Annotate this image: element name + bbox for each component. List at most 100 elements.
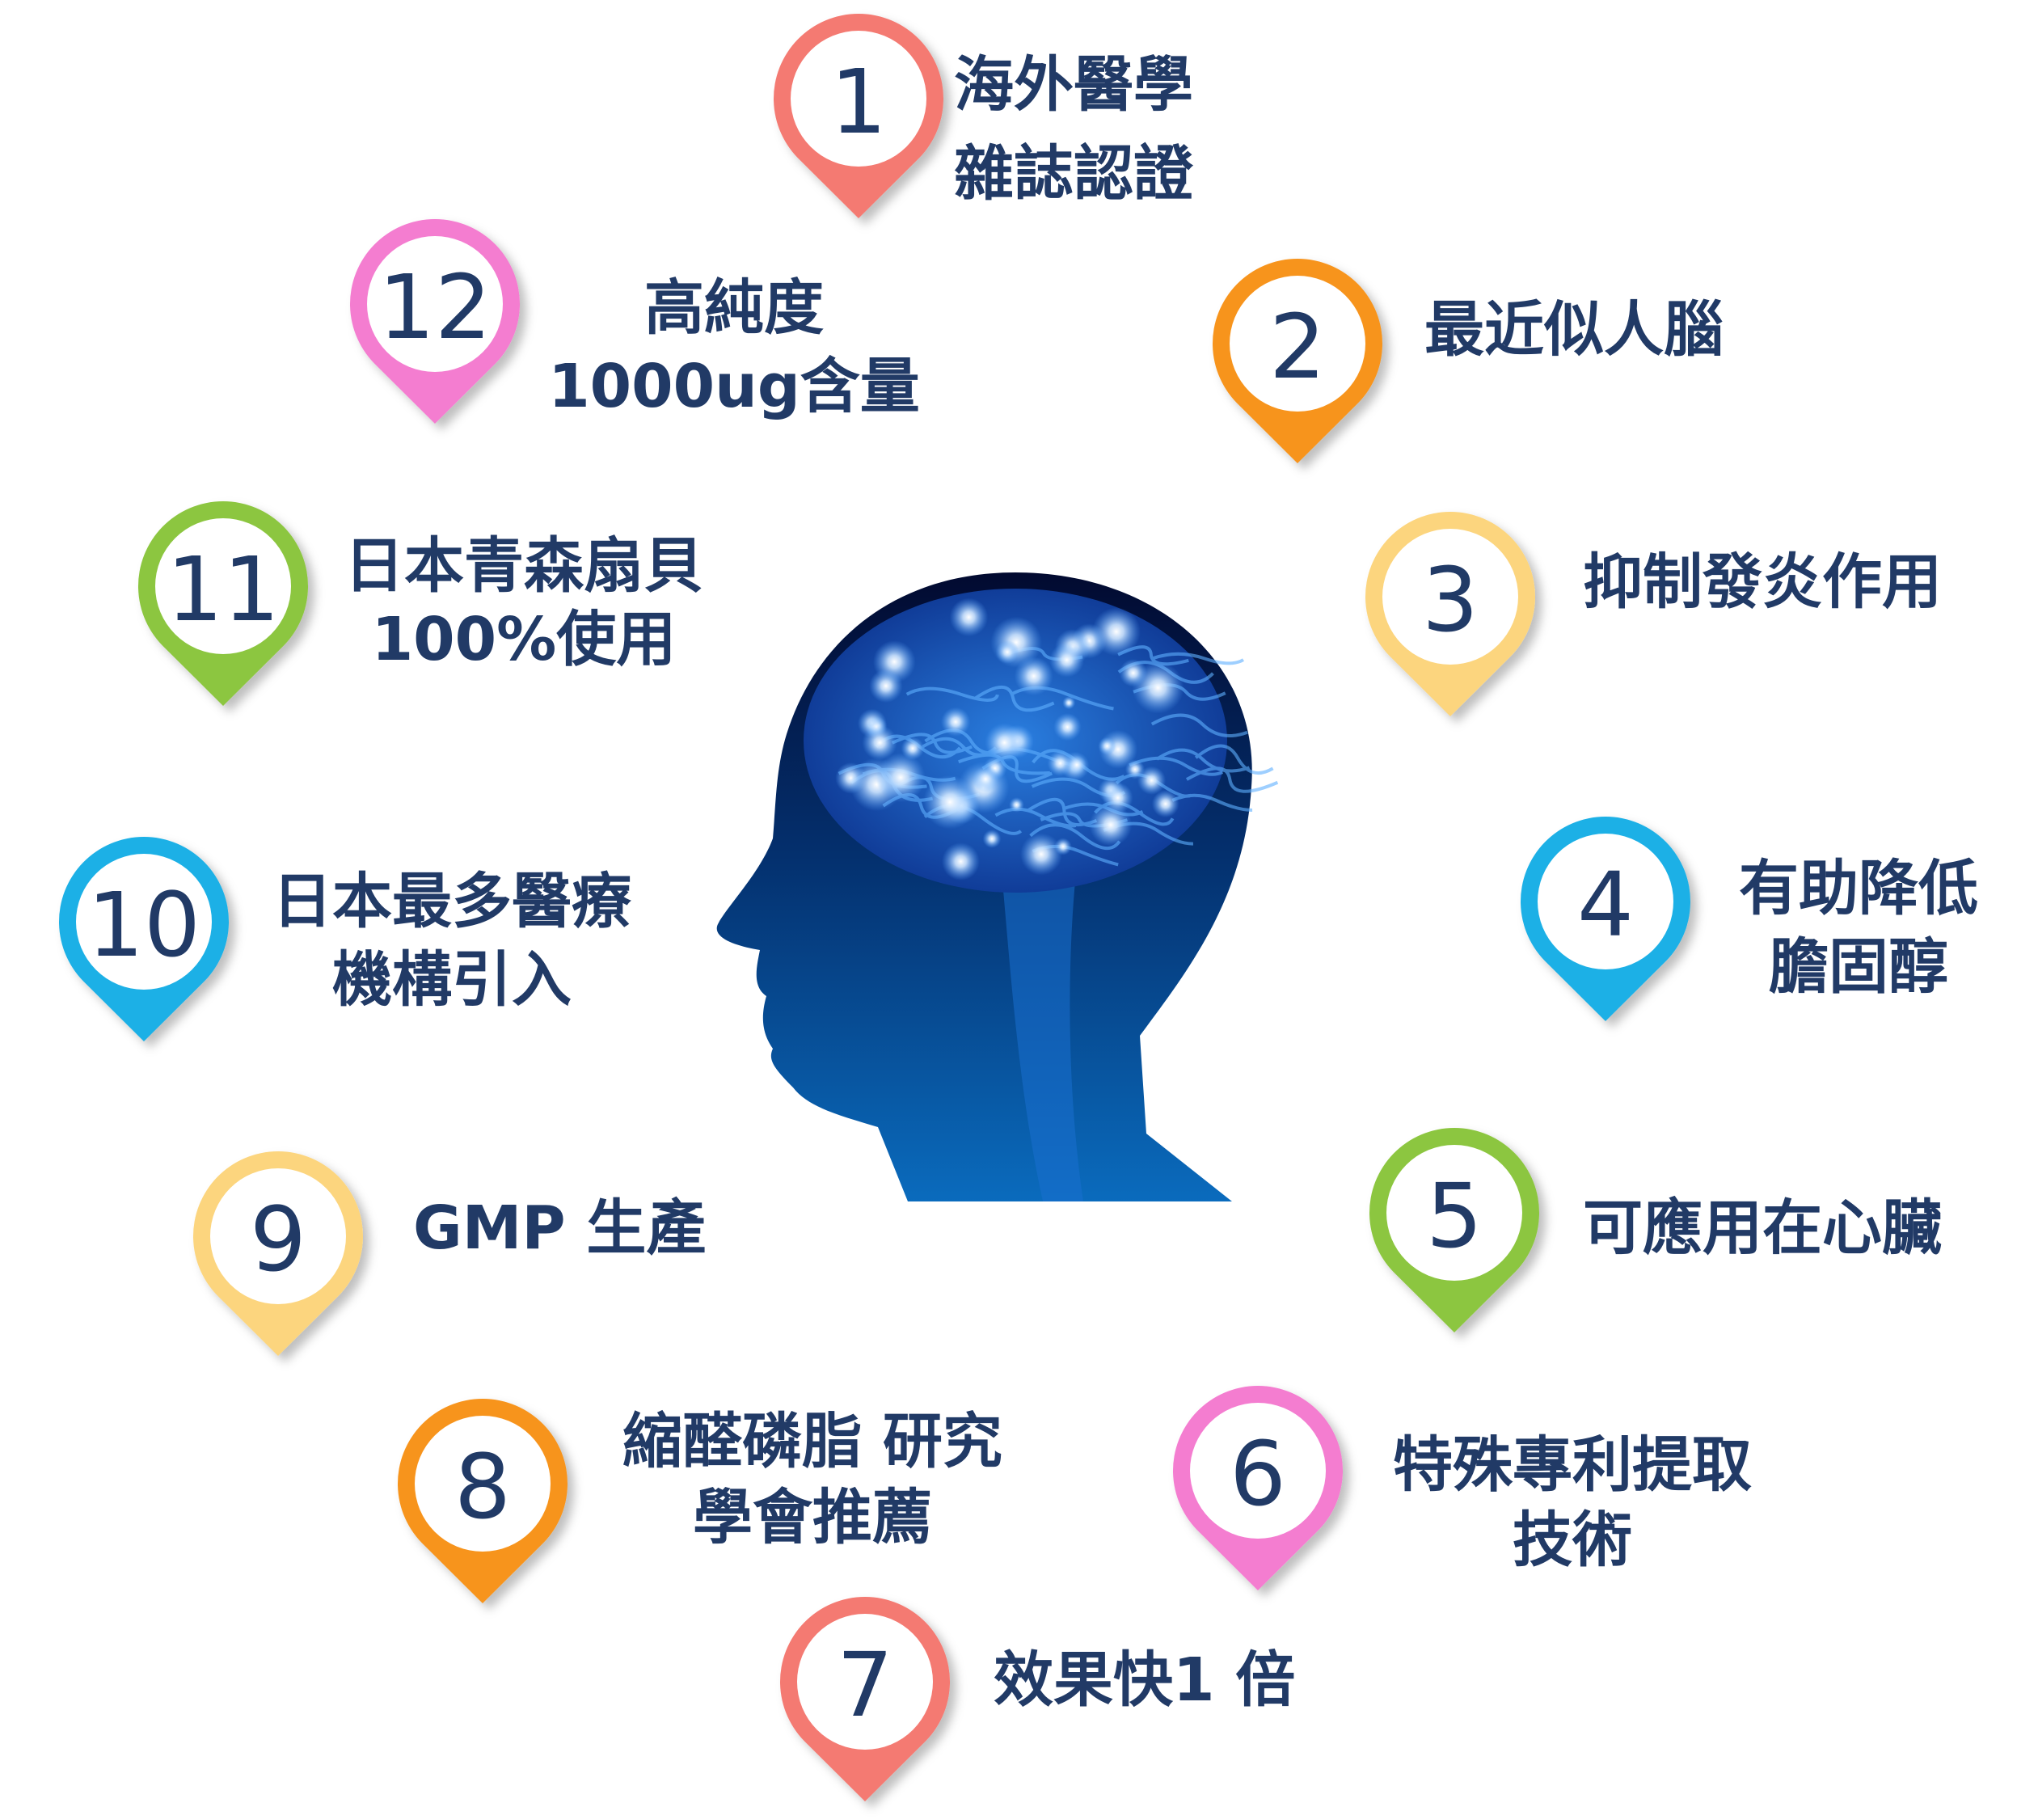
feature-label-5: 可應用在心臟 xyxy=(1583,1193,1942,1263)
pin-inner-circle xyxy=(367,236,503,372)
pin-marker-5 xyxy=(1369,1128,1540,1332)
pin-number: 12 xyxy=(378,255,492,359)
feature-label-9: GMP 生產 xyxy=(413,1193,707,1263)
feature-label-4: 有助降低 xyxy=(1739,854,1978,923)
brain-fold xyxy=(1156,748,1251,773)
feature-label-11: 100%使用 xyxy=(371,605,677,674)
pin-inner-circle xyxy=(791,31,926,167)
pin-marker-10 xyxy=(59,837,230,1041)
feature-label-12: 高純度 xyxy=(644,273,824,343)
neuron-spark xyxy=(1062,696,1076,710)
pin-number: 8 xyxy=(454,1435,511,1539)
feature-label-6: 特殊專利提取 xyxy=(1393,1430,1752,1500)
neuron-spark xyxy=(1098,737,1116,755)
pin-inner-circle xyxy=(155,518,291,654)
neuron-spark xyxy=(1119,659,1148,687)
pin-number: 6 xyxy=(1230,1422,1286,1526)
feature-label-3: 抑制發炎作用 xyxy=(1583,547,1942,617)
feature-label-7: 效果快1 倍 xyxy=(994,1645,1296,1715)
neuron-spark xyxy=(1102,782,1133,813)
pin-inner-circle xyxy=(797,1614,933,1750)
neuron-spark xyxy=(985,723,1024,762)
pin-number: 7 xyxy=(837,1633,893,1737)
pin-marker-2 xyxy=(1213,259,1382,463)
brain-fold xyxy=(1152,652,1245,665)
pin-number: 1 xyxy=(830,50,887,154)
brain-stem xyxy=(1002,881,1083,1201)
feature-label-1: 海外醫學 xyxy=(954,50,1193,120)
neuron-spark xyxy=(1089,803,1133,847)
neuron-spark xyxy=(922,775,977,830)
neuron-spark xyxy=(982,830,1002,848)
pin-marker-3 xyxy=(1365,511,1536,716)
feature-label-1: 雜誌認證 xyxy=(954,139,1193,209)
brain-fold xyxy=(1029,823,1121,850)
pin-marker-9 xyxy=(193,1151,364,1356)
pin-inner-circle xyxy=(1230,276,1365,412)
feature-label-10: 機構引入 xyxy=(332,945,572,1015)
pin-number: 3 xyxy=(1422,548,1479,652)
neuron-spark xyxy=(876,753,926,803)
neuron-spark xyxy=(1137,766,1167,795)
pin-marker-11 xyxy=(138,501,308,706)
neuron-spark xyxy=(1049,642,1085,678)
pin-marker-12 xyxy=(350,219,521,424)
brain-fold xyxy=(1194,744,1274,775)
neuron-sparks xyxy=(835,598,1184,881)
pin-number: 4 xyxy=(1577,853,1634,956)
feature-label-4: 膽固醇 xyxy=(1769,932,1948,1002)
pin-inner-circle xyxy=(210,1168,346,1304)
pin-inner-circle xyxy=(1190,1403,1326,1539)
feature-label-6: 技術 xyxy=(1513,1505,1632,1575)
brain-fold xyxy=(891,733,973,754)
neuron-spark xyxy=(1019,833,1062,876)
neuron-spark xyxy=(1014,657,1053,696)
neuron-spark xyxy=(940,707,971,737)
neuron-spark xyxy=(972,765,999,793)
brain-fold xyxy=(1150,713,1248,737)
pin-marker-1 xyxy=(774,14,943,218)
head-silhouette xyxy=(716,572,1279,1201)
neuron-spark xyxy=(862,724,897,761)
feature-label-10: 日本最多醫療 xyxy=(272,867,631,936)
brain-fold xyxy=(905,686,999,702)
pin-marker-8 xyxy=(398,1399,568,1603)
pin-marker-7 xyxy=(780,1597,950,1801)
feature-label-12: 1000ug含量 xyxy=(548,352,920,421)
pin-inner-circle xyxy=(415,1416,551,1552)
pin-inner-circle xyxy=(1386,1145,1522,1281)
neuron-spark xyxy=(1067,755,1087,775)
brain-fold xyxy=(1129,756,1224,776)
pin-marker-4 xyxy=(1521,816,1691,1021)
feature-label-2: 最近似人腦 xyxy=(1424,295,1724,365)
feature-label-8: 縮醛磷脂 研究 xyxy=(622,1407,1002,1476)
brain-fold xyxy=(974,686,1055,712)
brain-fold xyxy=(1185,766,1279,793)
pin-number: 9 xyxy=(250,1188,306,1291)
pin-number: 10 xyxy=(87,873,200,977)
brain-fold xyxy=(922,737,998,757)
feature-label-11: 日本青森扇貝 xyxy=(344,531,703,601)
neuron-spark xyxy=(1091,607,1141,657)
pin-number: 5 xyxy=(1426,1164,1483,1268)
neuron-spark xyxy=(941,842,980,881)
feature-label-8: 學會推薦 xyxy=(693,1483,932,1552)
neuron-spark xyxy=(869,669,903,703)
neuron-spark xyxy=(995,640,1019,664)
pin-inner-circle xyxy=(1382,529,1518,665)
neuron-spark xyxy=(1009,797,1024,813)
pin-marker-6 xyxy=(1172,1385,1343,1590)
brain-fold xyxy=(994,807,1077,828)
pin-number: 11 xyxy=(167,538,280,641)
neuron-spark xyxy=(1053,712,1082,741)
pin-inner-circle xyxy=(1538,834,1673,969)
neuron-spark xyxy=(1054,838,1072,855)
neuron-spark xyxy=(949,598,989,637)
neuron-spark xyxy=(1047,750,1074,776)
neuron-spark xyxy=(1151,790,1179,818)
pin-inner-circle xyxy=(76,854,212,990)
pin-number: 2 xyxy=(1269,295,1326,399)
